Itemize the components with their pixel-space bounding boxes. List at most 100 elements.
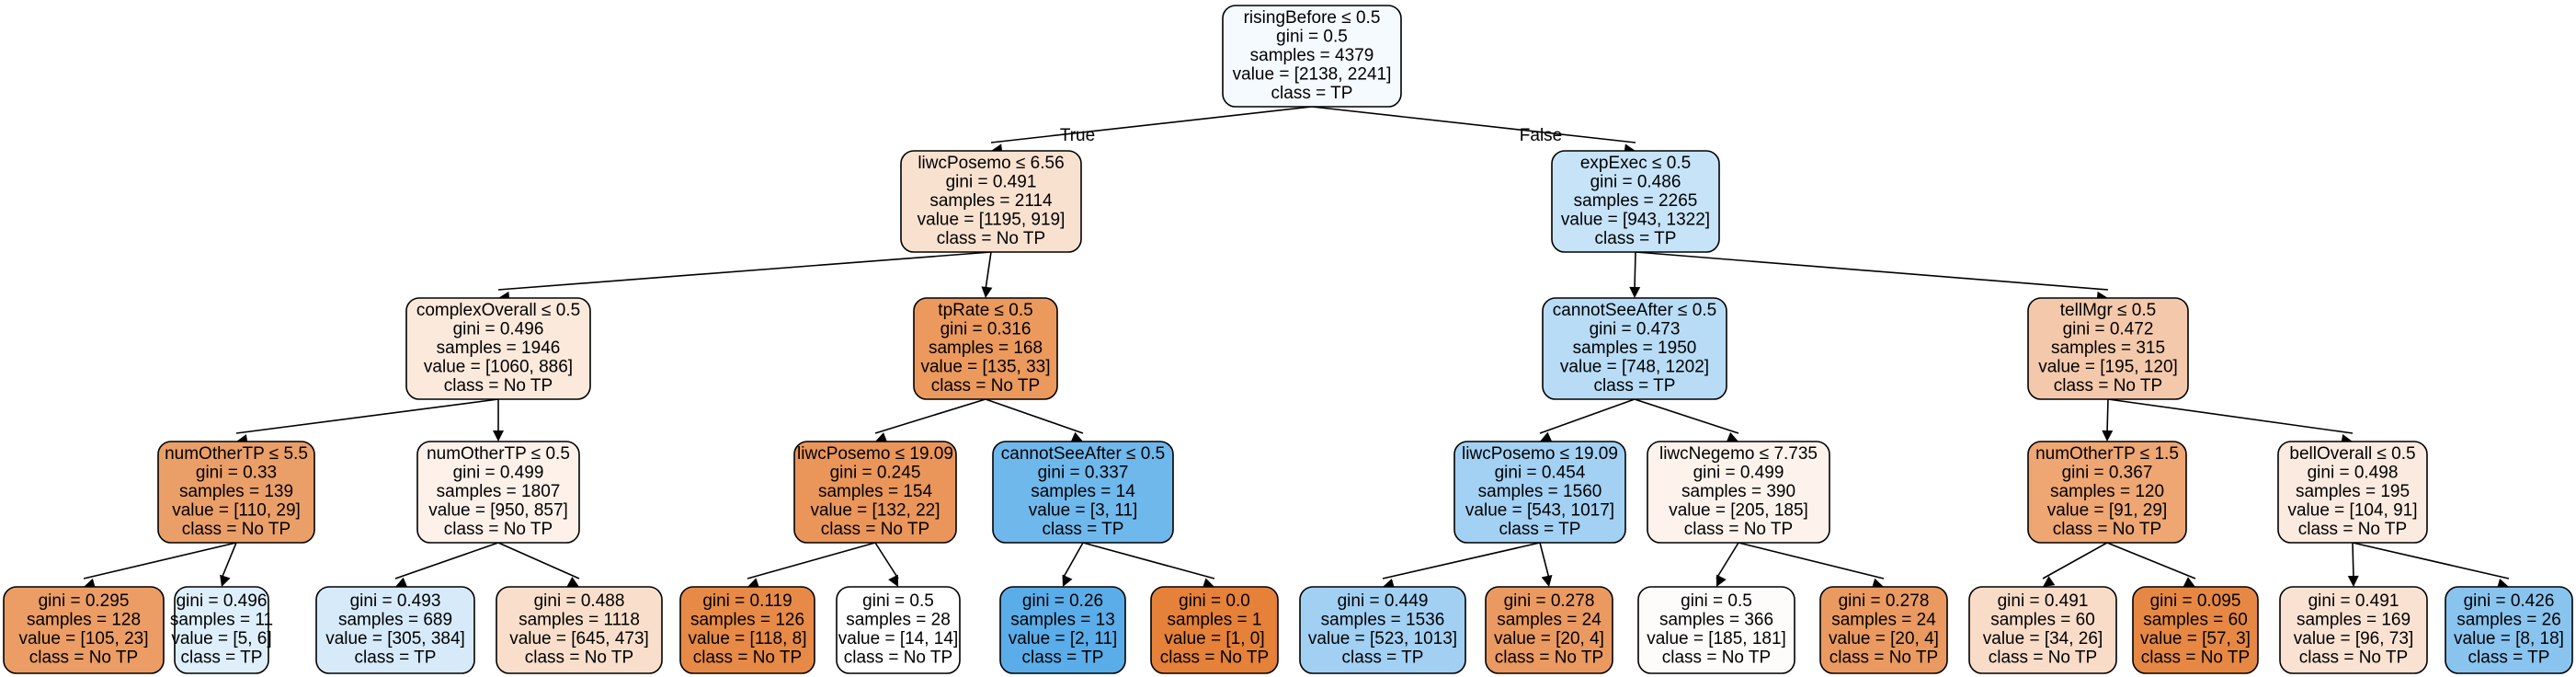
edge-arrowhead	[395, 577, 408, 588]
edge-line	[221, 542, 237, 579]
node-text-line: gini = 0.498	[2308, 463, 2399, 482]
node-text-line: samples = 168	[929, 338, 1043, 358]
edge-label-false: False	[1520, 126, 1562, 145]
tree-edge	[1634, 398, 1739, 443]
node-text-line: class = TP	[2468, 648, 2550, 668]
node-text-line: value = [205, 185]	[1669, 500, 1808, 520]
node-text-line: gini = 0.5	[1681, 591, 1752, 611]
node-text-line: samples = 1536	[1321, 611, 1445, 630]
node-text-line: samples = 1950	[1573, 338, 1697, 358]
node-text-line: gini = 0.278	[1839, 591, 1930, 611]
edge-arrowhead	[1726, 431, 1738, 443]
edge-arrowhead	[1540, 431, 1553, 442]
node-box	[992, 441, 1174, 544]
node-text-line: samples = 28	[846, 611, 951, 630]
node-text-line: gini = 0.449	[1338, 591, 1429, 611]
node-text-line: value = [2, 11]	[1009, 629, 1117, 648]
node-text-line: gini = 0.473	[1590, 319, 1681, 338]
node-text-line: class = No TP	[525, 648, 633, 668]
node-text-line: value = [305, 384]	[325, 629, 465, 648]
tree-edge	[1715, 542, 1739, 587]
node-text-line: gini = 0.367	[2062, 463, 2153, 482]
node-text-line: class = No TP	[931, 376, 1040, 396]
node-text-line: value = [543, 1017]	[1465, 500, 1614, 520]
node-box	[1647, 441, 1830, 544]
node-text-line: class = No TP	[844, 648, 952, 668]
edge-arrowhead	[1541, 575, 1553, 587]
edge-line	[497, 542, 580, 579]
node-text-line: value = [110, 29]	[172, 500, 301, 520]
node-text-line: gini = 0.426	[2464, 591, 2555, 611]
tree-edge	[83, 542, 237, 590]
node-text-line: class = No TP	[1684, 520, 1793, 539]
node-text-line: liwcPosemo ≤ 6.56	[918, 154, 1064, 173]
node-text-line: samples = 60	[2143, 611, 2248, 630]
node-text-line: gini = 0.491	[2308, 591, 2399, 611]
node-text-line: samples = 24	[1831, 611, 1936, 630]
tree-edge	[1629, 251, 1641, 298]
node-text-line: liwcPosemo ≤ 19.09	[1462, 444, 1618, 464]
node-text-line: value = [748, 1202]	[1560, 357, 1709, 376]
edge-line	[874, 542, 899, 579]
node-text-line: value = [1060, 886]	[424, 357, 573, 376]
edge-line	[2106, 542, 2196, 579]
node-text-line: class = No TP	[2141, 648, 2250, 668]
edge-arrowhead	[981, 286, 993, 298]
edge-arrowhead	[2347, 575, 2359, 587]
node-text-line: gini = 0.472	[2063, 319, 2154, 338]
node-text-line: value = [96, 73]	[2294, 629, 2413, 648]
node-text-line: gini = 0.33	[196, 463, 277, 482]
node-text-line: samples = 120	[2050, 482, 2164, 501]
tree-edge	[497, 251, 992, 303]
node-text-line: gini = 0.5	[862, 591, 934, 611]
node-text-line: value = [104, 91]	[2287, 500, 2417, 520]
edge-arrowhead	[1716, 574, 1727, 587]
node-text-line: samples = 139	[179, 482, 293, 501]
node-box	[900, 150, 1082, 253]
edge-line	[874, 398, 986, 434]
node-text-line: numOtherTP ≤ 1.5	[2035, 444, 2179, 464]
node-box	[157, 441, 315, 544]
node-text-line: gini = 0.454	[1495, 463, 1586, 482]
node-text-line: value = [14, 14]	[838, 629, 958, 648]
node-box	[1150, 586, 1279, 674]
node-text-line: value = [20, 4]	[1494, 629, 1604, 648]
node-text-line: value = [2138, 2241]	[1233, 64, 1392, 84]
node-text-line: class = No TP	[2054, 376, 2162, 396]
edge-line	[1634, 398, 1739, 434]
edge-line	[1738, 542, 1885, 579]
node-text-line: value = [943, 1322]	[1561, 210, 1710, 229]
node-text-line: numOtherTP ≤ 5.5	[165, 444, 308, 464]
node-text-line: samples = 315	[2051, 338, 2165, 358]
node-text-line: cannotSeeAfter ≤ 0.5	[1553, 301, 1716, 320]
node-text-line: value = [34, 26]	[1983, 629, 2103, 648]
tree-edge	[2107, 398, 2354, 445]
node-text-line: class = No TP	[29, 648, 138, 668]
node-text-line: class = TP	[1594, 376, 1676, 396]
node-text-line: gini = 0.278	[1504, 591, 1595, 611]
edge-line	[1082, 542, 1215, 579]
tree-edge	[394, 542, 499, 588]
edge-line	[985, 398, 1084, 434]
node-text-line: samples = 11	[170, 611, 273, 630]
edge-line	[985, 251, 992, 291]
node-text-line: samples = 1807	[437, 482, 561, 501]
edge-line	[2107, 398, 2354, 434]
node-text-line: gini = 0.26	[1022, 591, 1103, 611]
tree-edge	[235, 398, 499, 446]
node-text-line: samples = 24	[1497, 611, 1601, 630]
tree-edge	[2352, 542, 2510, 590]
node-text-line: class = No TP	[2298, 520, 2407, 539]
node-text-line: gini = 0.491	[946, 172, 1037, 191]
node-text-line: risingBefore ≤ 0.5	[1244, 8, 1381, 28]
